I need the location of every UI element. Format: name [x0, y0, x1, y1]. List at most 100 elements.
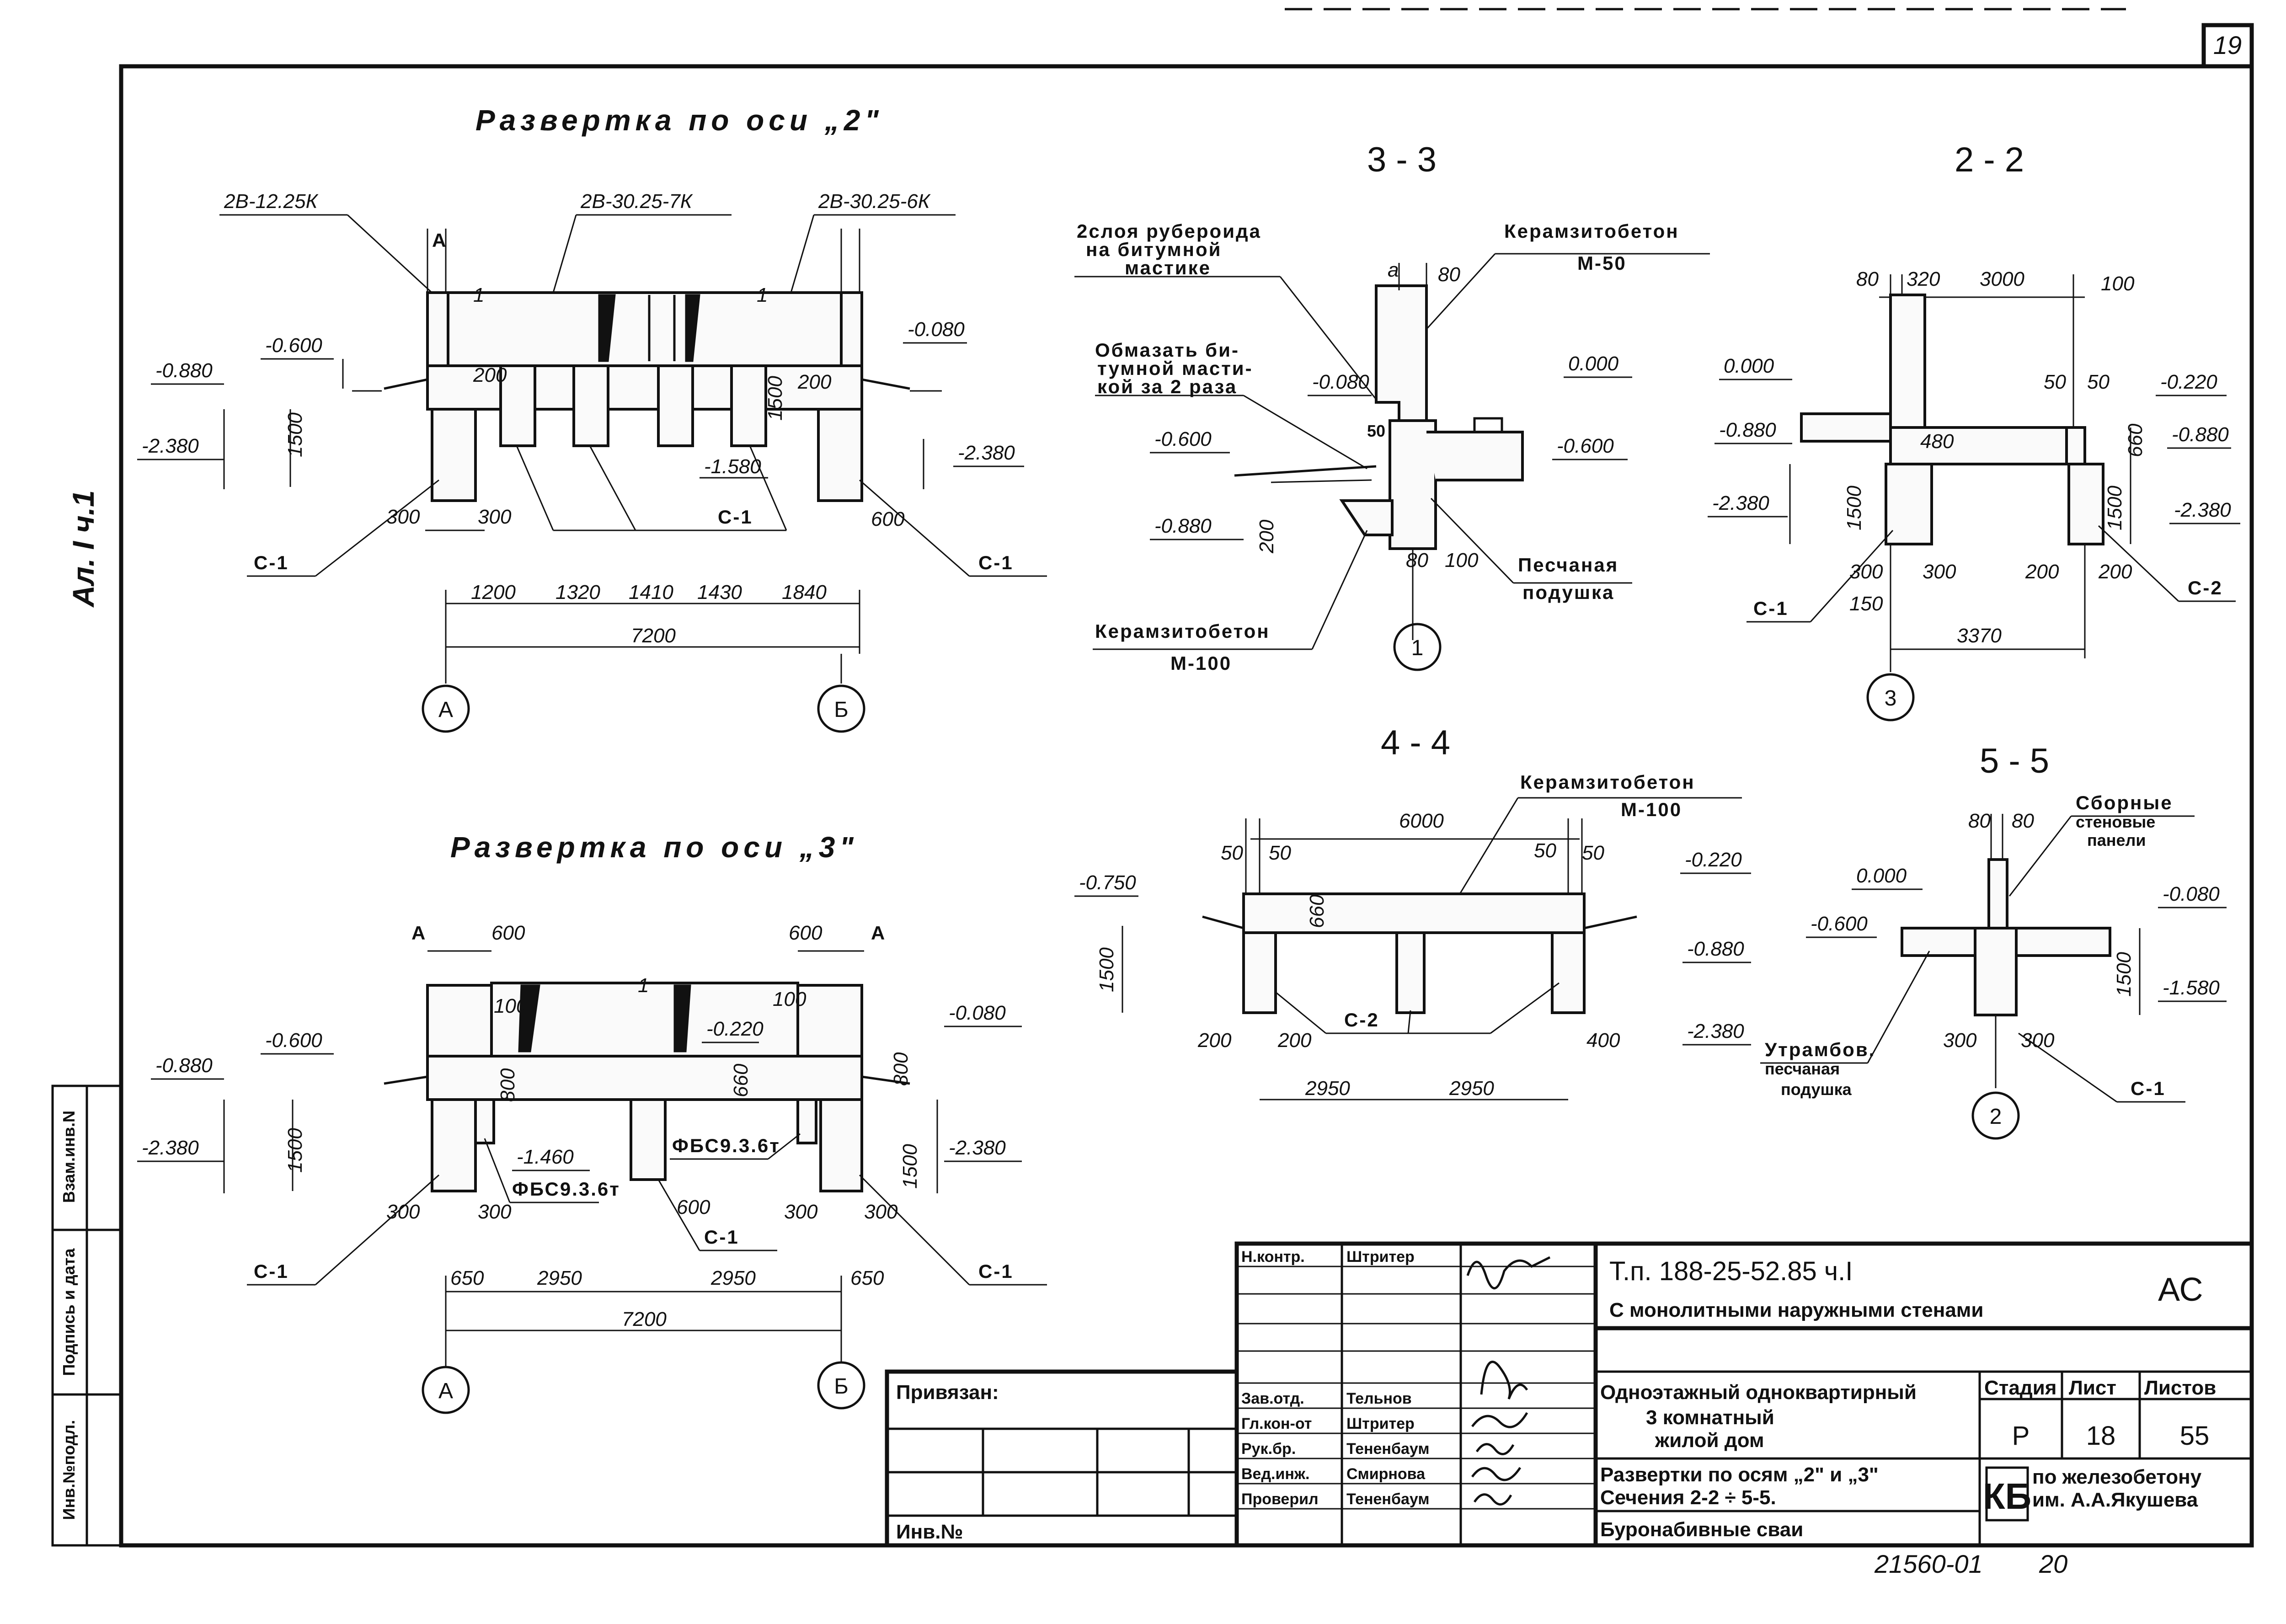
sec44-span-1: 2950 — [1305, 1077, 1350, 1100]
sec33-note-top-2: на битумной — [1086, 239, 1222, 260]
elev2-mark-3: 2В-30.25-6К — [818, 190, 931, 213]
elev2-span-4: 1430 — [697, 581, 742, 604]
sec55-dim-80a: 80 — [1968, 810, 1991, 832]
sec33-level-3: -0.600 — [1154, 428, 1212, 450]
sec33-level-4: -0.600 — [1557, 435, 1614, 457]
sec44-dim-400: 400 — [1586, 1029, 1620, 1052]
building-3: жилой дом — [1655, 1429, 1764, 1452]
elev2-level-5: -2.380 — [958, 442, 1015, 464]
elev3-axis-mark-right: А — [871, 922, 886, 944]
sec44-edge-1: 50 — [1221, 842, 1243, 864]
drawing-3: Буронабивные сваи — [1600, 1518, 1803, 1541]
page-number: 19 — [2213, 31, 2242, 59]
sec22-marker: 3 — [1885, 686, 1897, 710]
section-5-5: 5 - 5 Сборные стеновые панели 80 80 0.00… — [1760, 742, 2227, 1140]
strip-inv-podl: Инв.№подл. — [59, 1420, 78, 1520]
sec22-level-4: -0.220 — [2160, 371, 2217, 393]
elev2-level-3: -2.380 — [142, 435, 199, 457]
sec55-sand-3: подушка — [1781, 1080, 1852, 1099]
sec44-level-1: -0.750 — [1079, 871, 1136, 894]
sec33-dim-200: 200 — [1255, 519, 1278, 554]
sec33-dim-80b: 80 — [1406, 549, 1428, 572]
elev3-span-3: 2950 — [710, 1267, 756, 1289]
sec22-level-2: -0.880 — [1719, 419, 1776, 441]
sec44-keram-1: Керамзитобетон — [1520, 771, 1695, 793]
elev3-pile-dim-1: 300 — [386, 1201, 420, 1223]
elev3-level-3: -2.380 — [142, 1137, 199, 1159]
elev3-block-1: ФБС9.3.6т — [512, 1178, 620, 1200]
elev3-axis-a: А — [438, 1379, 453, 1403]
sec33-marker: 1 — [1411, 636, 1424, 660]
elev3-dim-800b: 800 — [890, 1052, 912, 1086]
name-gl-kon: Штритер — [1346, 1415, 1415, 1432]
sec22-dim-bot-2: 300 — [1923, 561, 1956, 583]
project-subtitle: С монолитными наружными стенами — [1609, 1299, 1983, 1321]
sec44-level-4: -2.380 — [1687, 1020, 1744, 1042]
elev2-pile-label-mid: С-1 — [718, 506, 753, 528]
role-ruk-br: Рук.бр. — [1241, 1440, 1296, 1458]
sec22-dim-top-4: 100 — [2101, 272, 2135, 295]
doc-code: АС — [2158, 1271, 2203, 1308]
name-zav-otd: Тельнов — [1346, 1390, 1412, 1407]
sec33-note-mid-3: кой за 2 раза — [1097, 376, 1237, 397]
sec33-level-2: 0.000 — [1568, 353, 1619, 375]
elev3-pile-dim-4: 300 — [784, 1201, 818, 1223]
elev2-dim-200a: 200 — [473, 364, 507, 386]
sec22-level-6: -2.380 — [2174, 499, 2231, 521]
building-1: Одноэтажный одноквартирный — [1600, 1381, 1917, 1404]
stage-value: Р — [2012, 1421, 2030, 1451]
sec55-panels-1: Сборные — [2076, 792, 2173, 813]
elev2-panel-num-2: 1 — [757, 284, 768, 306]
sec55-dim-80b: 80 — [2012, 810, 2034, 832]
elev2-level-2: -0.600 — [265, 334, 322, 357]
role-gl-kon: Гл.кон-от — [1241, 1415, 1312, 1432]
elev2-level-4: -0.080 — [908, 318, 965, 341]
sec44-dim-660: 660 — [1306, 894, 1328, 928]
elev2-dim-pile-3: 600 — [871, 508, 905, 530]
strip-signature-date: Подпись и дата — [59, 1248, 78, 1376]
elev3-dim-top-2: 600 — [789, 922, 823, 944]
sec22-dim-660: 660 — [2124, 423, 2147, 457]
elev2-axis-b: Б — [834, 698, 849, 722]
role-proveril: Проверил — [1241, 1490, 1319, 1508]
elev3-level-2: -0.600 — [265, 1029, 322, 1052]
sec22-level-5: -0.880 — [2172, 423, 2229, 446]
elev2-panel-num-1: 1 — [473, 284, 484, 306]
strip-vzam-inv: Взам.инв.N — [59, 1111, 78, 1203]
sec55-title: 5 - 5 — [1980, 742, 2049, 780]
sec44-dim-200a: 200 — [1197, 1029, 1232, 1052]
sec55-marker: 2 — [1990, 1105, 2002, 1129]
sheets-value: 55 — [2180, 1421, 2210, 1451]
sec33-sand-1: Песчаная — [1518, 554, 1618, 576]
sec22-dim-50a: 50 — [2044, 371, 2066, 393]
drawing-2: Сечения 2-2 ÷ 5-5. — [1600, 1486, 1776, 1509]
sec22-level-1: 0.000 — [1724, 355, 1774, 377]
elev3-dim-1500a: 1500 — [284, 1128, 306, 1173]
sec22-dim-1500b: 1500 — [2104, 486, 2126, 530]
sec55-dim-300a: 300 — [1943, 1029, 1977, 1052]
section-2-2: 2 - 2 80 320 3000 100 0.000 -0.880 -2.38… — [1708, 140, 2240, 721]
elev3-dim-1500b: 1500 — [899, 1144, 921, 1189]
elev3-pile-dim-5: 300 — [864, 1201, 898, 1223]
elev3-dim-660: 660 — [730, 1063, 752, 1097]
elev3-panel-num: 1 — [638, 974, 649, 997]
elevation-axis-3: Развертка по оси „3" А А 600 600 1 -0.88… — [137, 831, 1047, 1414]
org-2: им. А.А.Якушева — [2032, 1489, 2198, 1511]
elev2-span-3: 1410 — [629, 581, 673, 604]
sec44-keram-2: М-100 — [1621, 799, 1682, 820]
sec22-dim-top-2: 320 — [1907, 268, 1940, 290]
org-logo: КБ — [1983, 1476, 2031, 1517]
sec22-pile-1: С-1 — [1753, 598, 1789, 619]
sec33-note-top-3: мастике — [1125, 257, 1211, 278]
name-n-kontr: Штритер — [1346, 1248, 1415, 1266]
role-n-kontr: Н.контр. — [1241, 1248, 1305, 1266]
sec33-dim-80: 80 — [1438, 263, 1460, 286]
sec55-panels-3: панели — [2087, 831, 2146, 849]
sec44-edge-2: 50 — [1269, 842, 1291, 864]
side-label: Ал. I ч.1 — [66, 490, 100, 608]
name-ruk-br: Тененбаум — [1346, 1440, 1430, 1458]
elev3-pile-dim-3: 600 — [677, 1196, 710, 1218]
elev3-block-2: ФБС9.3.6т — [672, 1135, 780, 1156]
sec55-dim-1500: 1500 — [2113, 952, 2135, 997]
sec55-level-3: -0.080 — [2163, 883, 2220, 905]
